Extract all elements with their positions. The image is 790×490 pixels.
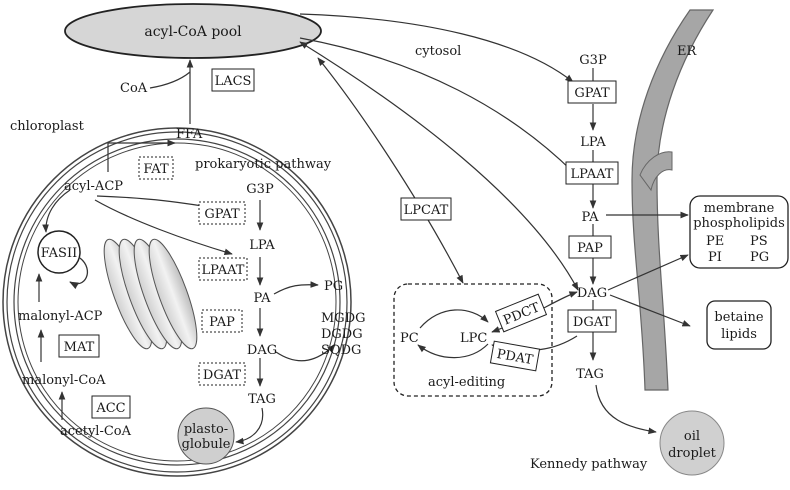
chloroplast-envelope-outer bbox=[2, 127, 352, 477]
plastoglobule-label-1: plasto- bbox=[184, 422, 228, 437]
malonyl-coa-label: malonyl-CoA bbox=[22, 373, 106, 388]
acyl-editing-label: acyl-editing bbox=[428, 375, 505, 390]
er-gpat-label: GPAT bbox=[574, 86, 610, 101]
er-tag-label: TAG bbox=[576, 367, 604, 382]
kennedy-pathway-label: Kennedy pathway bbox=[530, 457, 648, 472]
sqdg-label: SQDG bbox=[321, 343, 361, 358]
chloro-lpaat-box bbox=[198, 257, 248, 281]
pg-label: PG bbox=[324, 279, 343, 294]
chloro-gpat-label: GPAT bbox=[204, 207, 240, 222]
dgdg-label: DGDG bbox=[321, 327, 363, 342]
enzyme-boxes bbox=[58, 68, 619, 419]
betaine-line1: betaine bbox=[714, 310, 764, 325]
er-lpa-label: LPA bbox=[580, 135, 606, 150]
ps-label: PS bbox=[750, 234, 768, 249]
mat-label: MAT bbox=[64, 340, 95, 355]
er-branch bbox=[639, 151, 673, 192]
lacs-label: LACS bbox=[215, 74, 252, 89]
chloro-dgat-box bbox=[198, 362, 246, 386]
er-pa-label: PA bbox=[582, 210, 600, 225]
mgdg-label: MGDG bbox=[321, 311, 366, 326]
chloro-gpat-box bbox=[198, 201, 246, 225]
fat-label: FAT bbox=[143, 162, 169, 177]
er-pap-box bbox=[568, 235, 612, 259]
arrows bbox=[35, 13, 691, 445]
lpc-label: LPC bbox=[460, 331, 487, 346]
chloro-lpaat-label: LPAAT bbox=[202, 263, 245, 278]
acc-label: ACC bbox=[95, 401, 125, 416]
oil-droplet bbox=[659, 410, 725, 476]
chloro-tag-label: TAG bbox=[248, 392, 276, 407]
membrane-pg-label: PG bbox=[750, 250, 769, 265]
er-pap-label: PAP bbox=[577, 241, 603, 256]
betaine-line2: lipids bbox=[721, 327, 757, 342]
pdct-box bbox=[494, 293, 548, 333]
chloroplast-envelope-mid bbox=[6, 131, 348, 473]
chloroplast-label: chloroplast bbox=[10, 119, 85, 134]
er-lpaat-box bbox=[565, 161, 619, 185]
mat-box bbox=[58, 334, 100, 358]
oil-droplet-label-2: droplet bbox=[668, 446, 717, 461]
membrane-line1: membrane bbox=[704, 201, 775, 216]
lpcat-box bbox=[400, 197, 452, 221]
chloro-dgat-label: DGAT bbox=[203, 368, 241, 383]
betaine-lipids-box bbox=[706, 300, 772, 350]
cytosol-label: cytosol bbox=[415, 44, 461, 59]
er-lpaat-label: LPAAT bbox=[571, 167, 614, 182]
chloro-dag-label: DAG bbox=[247, 343, 277, 358]
er-dgat-box bbox=[567, 309, 617, 333]
chloroplast-envelope-innermost bbox=[17, 142, 337, 462]
acc-box bbox=[91, 395, 131, 419]
chloro-pap-label: PAP bbox=[209, 315, 235, 330]
membrane-phospholipids-box bbox=[689, 195, 789, 269]
er-gpat-box bbox=[567, 80, 617, 104]
chloro-g3p-label: G3P bbox=[246, 182, 274, 197]
pe-label: PE bbox=[706, 234, 724, 249]
acyl-acp-label: acyl-ACP bbox=[64, 179, 123, 194]
acyl-coa-pool bbox=[64, 3, 322, 59]
fat-box bbox=[138, 156, 174, 180]
acyl-coa-pool-label: acyl-CoA pool bbox=[144, 24, 242, 40]
pc-label: PC bbox=[400, 331, 419, 346]
pi-label: PI bbox=[708, 250, 722, 265]
chloro-pap-box bbox=[201, 309, 243, 333]
pdat-box bbox=[489, 340, 541, 372]
pdat-label: PDAT bbox=[495, 347, 534, 368]
fasii-label: FASII bbox=[41, 246, 77, 261]
membrane-line2: phospholipids bbox=[693, 216, 785, 231]
fasii-node bbox=[37, 230, 81, 274]
chloro-pa-label: PA bbox=[254, 291, 272, 306]
fasii-cycle-arrow bbox=[69, 257, 89, 290]
plastoglobule-label-2: globule bbox=[182, 437, 231, 452]
plastoglobule bbox=[177, 407, 235, 465]
prokaryotic-pathway-label: prokaryotic pathway bbox=[195, 157, 332, 172]
chloro-lpa-label: LPA bbox=[249, 238, 275, 253]
lpcat-label: LPCAT bbox=[404, 203, 449, 218]
er-label: ER bbox=[677, 44, 697, 59]
acetyl-coa-label: acetyl-CoA bbox=[60, 424, 132, 439]
er-g3p-label: G3P bbox=[579, 53, 607, 68]
malonyl-acp-label: malonyl-ACP bbox=[18, 309, 103, 324]
er-dag-label: DAG bbox=[577, 286, 607, 301]
oil-droplet-label-1: oil bbox=[684, 429, 700, 444]
er-membrane bbox=[631, 9, 715, 391]
ffa-label: FFA bbox=[176, 127, 203, 142]
coa-label: CoA bbox=[120, 81, 148, 96]
chloroplast-envelope-inner bbox=[13, 138, 341, 466]
lacs-box bbox=[211, 68, 255, 92]
thylakoid-stack bbox=[103, 238, 198, 350]
er-dgat-label: DGAT bbox=[573, 315, 611, 330]
